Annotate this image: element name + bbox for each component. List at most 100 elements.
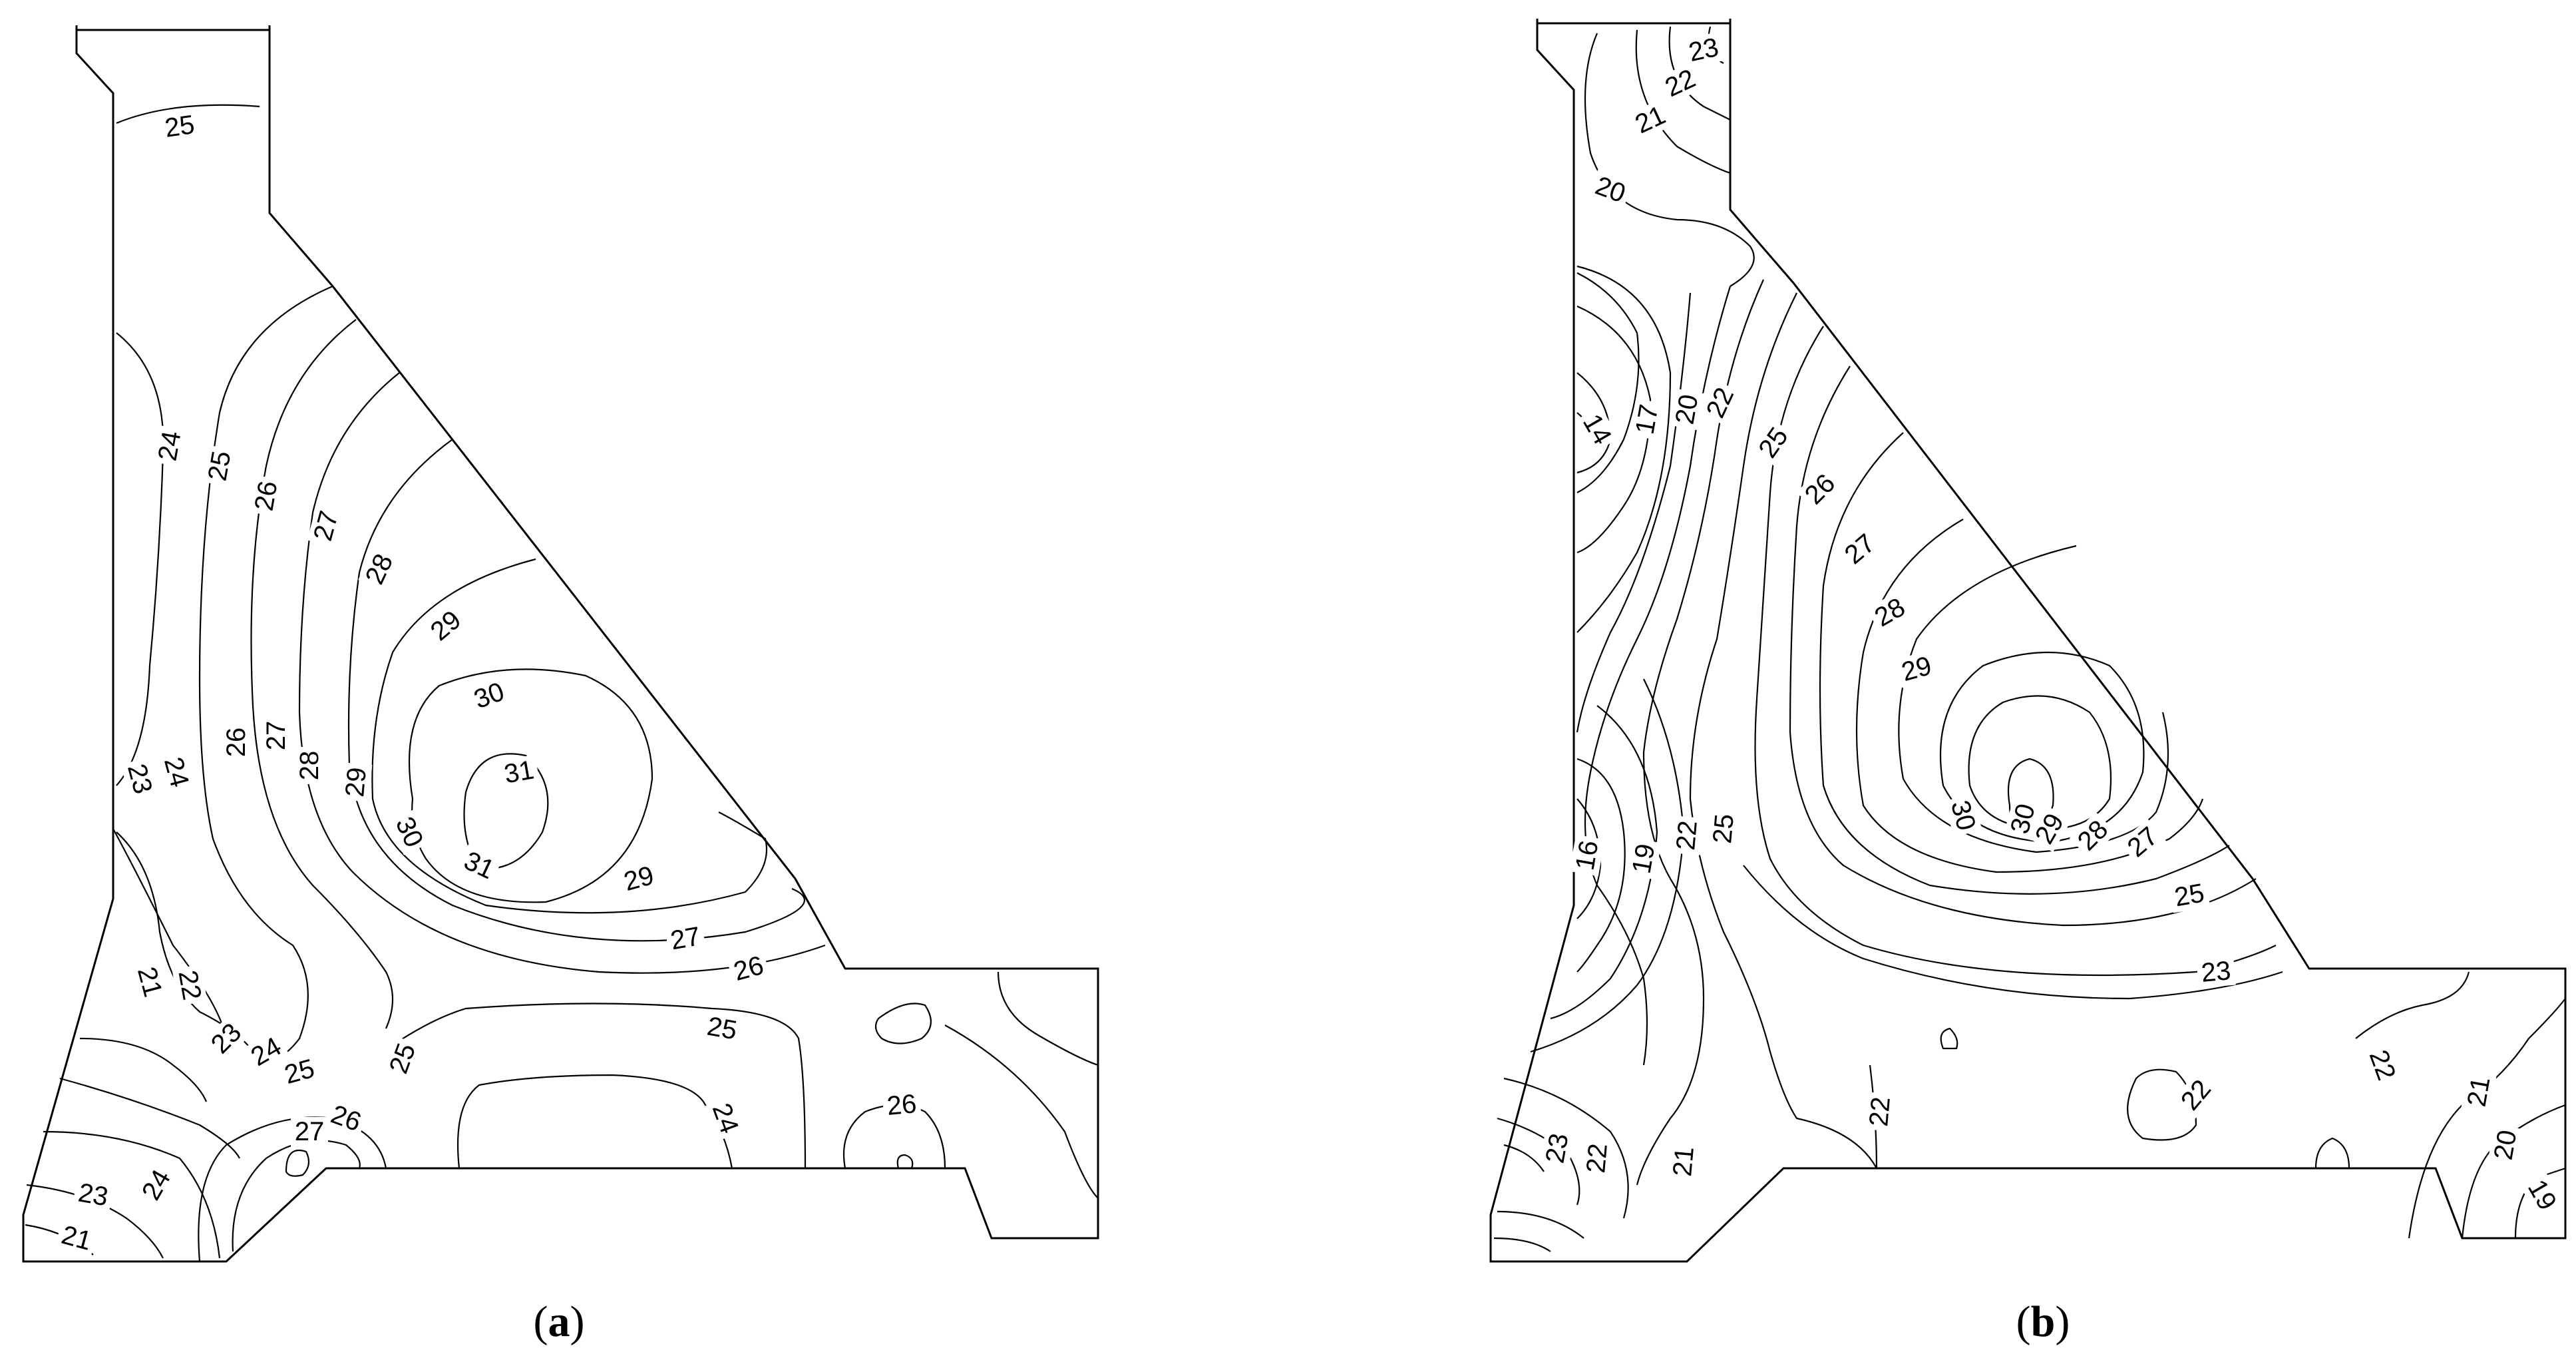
contour-label: 22 xyxy=(1581,1142,1613,1174)
contour-label: 22 xyxy=(2175,1074,2217,1116)
contours-a xyxy=(25,104,1099,1262)
contour-label: 23 xyxy=(206,1018,248,1060)
contour-label-bg xyxy=(1866,590,1914,635)
contour-label: 29 xyxy=(425,605,466,646)
contour-label-bg xyxy=(172,964,208,1007)
contour-label: 22 xyxy=(1864,1096,1896,1128)
contour-label-bg xyxy=(1750,419,1797,467)
contour-label-bg xyxy=(1580,1138,1614,1178)
dam-outline-b xyxy=(1489,22,2567,1263)
contour-label-bg xyxy=(152,425,188,467)
caption-b: (b) xyxy=(2016,1297,2070,1346)
contour-label-bg xyxy=(130,960,169,1004)
contour-label: 31 xyxy=(502,755,536,789)
contour-label: 28 xyxy=(1870,592,1911,632)
contour-label: 27 xyxy=(2122,821,2163,863)
contour-label-bg xyxy=(55,1219,98,1257)
contour-label-bg xyxy=(2069,811,2117,859)
contour-label-bg xyxy=(1863,1092,1897,1132)
contour-label: 23 xyxy=(76,1178,110,1212)
contour-label-bg xyxy=(159,109,200,144)
contour-label-bg xyxy=(1539,1127,1575,1170)
contour-label: 25 xyxy=(2172,878,2206,912)
contour-label-bg xyxy=(248,475,284,517)
contour-label: 27 xyxy=(1839,529,1881,570)
contour-label-bg xyxy=(1626,837,1662,880)
contour-label: 23 xyxy=(1540,1131,1574,1165)
contours-b xyxy=(1493,26,2566,1252)
contour-label-bg xyxy=(202,445,238,487)
contour-label: 25 xyxy=(1708,813,1740,845)
contour-label-bg xyxy=(456,844,502,887)
contour-label-bg xyxy=(2487,1124,2523,1166)
contour-label-bg xyxy=(2461,1070,2497,1113)
contour-label: 16 xyxy=(1570,838,1604,872)
contour-label-bg xyxy=(382,1036,423,1081)
contour-label-bg xyxy=(1667,1142,1700,1182)
contour-label-bg xyxy=(498,754,540,790)
contour-label-bg xyxy=(323,1098,369,1139)
contour-label-bg xyxy=(262,717,291,754)
contour-label: 20 xyxy=(1670,392,1704,426)
contour-label-bg xyxy=(1707,809,1740,849)
crest-ticks-b xyxy=(1536,19,1732,28)
contour-label-bg xyxy=(705,1096,746,1141)
contour-label-bg xyxy=(134,1161,179,1209)
contour-label-bg xyxy=(1574,405,1620,453)
contour-label-bg xyxy=(157,750,196,794)
contour-label-bg xyxy=(664,921,707,957)
contour-label-bg xyxy=(1657,62,1704,105)
contour-label: 25 xyxy=(705,1011,739,1045)
contour-label: 25 xyxy=(163,110,196,143)
contour-label: 21 xyxy=(2462,1074,2495,1108)
contour-label-bg xyxy=(1944,793,1982,837)
contour-label: 25 xyxy=(202,449,236,483)
contour-label: 20 xyxy=(2488,1128,2522,1162)
contour-label-bg xyxy=(2027,805,2072,853)
contour-label-bg xyxy=(388,809,431,855)
contour-label-bg xyxy=(1699,379,1742,426)
contour-label: 26 xyxy=(886,1089,918,1121)
contour-label: 25 xyxy=(1753,422,1794,463)
contour-label-bg xyxy=(72,1177,114,1213)
contour-label-bg xyxy=(339,762,373,802)
contour-label: 24 xyxy=(136,1165,176,1206)
contour-label-bg xyxy=(882,1088,922,1122)
contour-label-bg xyxy=(202,1015,250,1062)
contour-label-bg xyxy=(1836,526,1884,572)
contour-label-bg xyxy=(295,747,324,784)
contour-label: 24 xyxy=(152,429,186,463)
contour-label-bg xyxy=(277,1052,321,1091)
contour-label: 19 xyxy=(1626,841,1660,875)
contour-label-bg xyxy=(291,1117,328,1146)
contour-label-bg xyxy=(2519,1171,2565,1219)
contour-label-bg xyxy=(2196,955,2236,989)
contour-label: 23 xyxy=(1686,33,1722,67)
contour-label-bg xyxy=(2168,877,2211,913)
contour-label-bg xyxy=(242,1029,290,1074)
contour-label-bg xyxy=(1569,834,1605,877)
contour-label: 27 xyxy=(668,921,702,955)
contour-label: 17 xyxy=(1630,402,1664,436)
contour-label: 14 xyxy=(1577,409,1617,450)
contour-label: 22 xyxy=(1671,819,1703,851)
contour-label-bg xyxy=(617,859,661,898)
contour-label: 26 xyxy=(222,728,251,758)
contour-label-bg xyxy=(1796,465,1844,513)
contour-label-bg xyxy=(307,504,345,548)
contour-label-bg xyxy=(1669,388,1705,431)
caption-a: (a) xyxy=(534,1297,585,1346)
contour-label: 26 xyxy=(249,479,283,513)
contour-label: 19 xyxy=(2522,1175,2562,1216)
contour-label-bg xyxy=(1670,815,1704,855)
contour-label: 27 xyxy=(295,1117,325,1146)
contour-label: 29 xyxy=(340,766,372,798)
contour-label: 26 xyxy=(1799,469,1841,511)
contour-label-bg xyxy=(701,1011,743,1046)
crest-ticks-a xyxy=(75,25,271,35)
